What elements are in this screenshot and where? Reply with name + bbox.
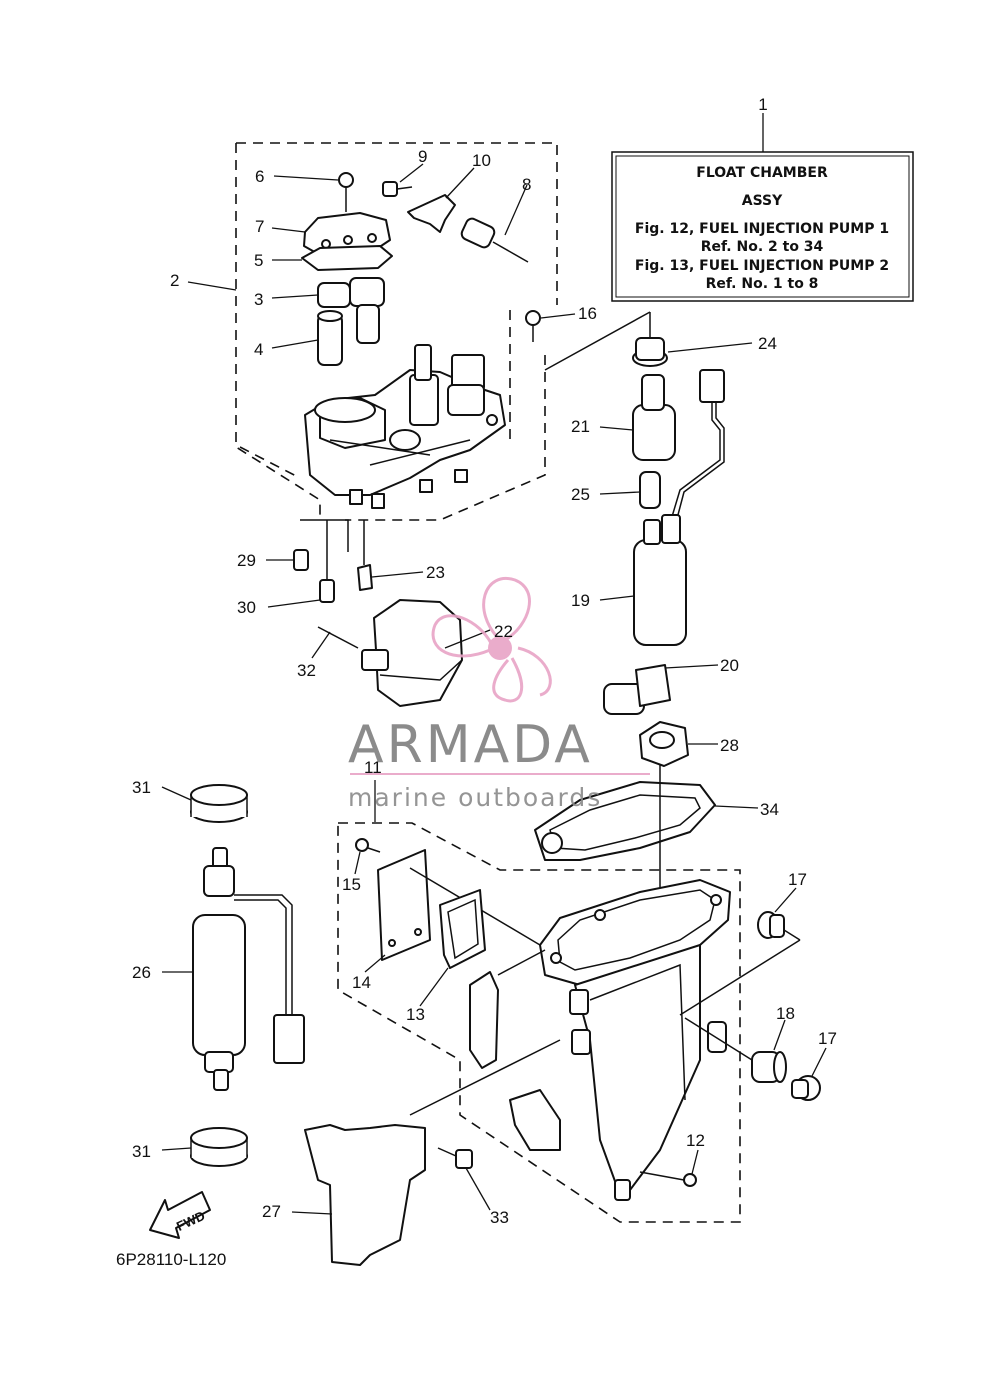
callout-31-upper: 31 <box>132 778 151 797</box>
callout-4: 4 <box>254 340 263 359</box>
screw-15 <box>354 838 381 875</box>
watermark-brand: ARMADA <box>348 715 593 775</box>
bolt-33 <box>437 1147 491 1211</box>
bolt-9 <box>382 163 424 197</box>
ring-31-lower <box>161 1127 248 1167</box>
filter-4 <box>271 310 343 366</box>
callout-26: 26 <box>132 963 151 982</box>
callout-17-lower: 17 <box>818 1029 837 1048</box>
callout-11: 11 <box>364 758 382 777</box>
diagram-code: 6P28110-L120 <box>116 1250 226 1269</box>
fuel-pump-26 <box>162 847 305 1091</box>
bolt-30 <box>267 520 335 608</box>
callout-2: 2 <box>170 271 179 290</box>
propeller-logo-icon <box>431 576 552 703</box>
callout-24: 24 <box>758 334 777 353</box>
callout-16: 16 <box>578 304 597 323</box>
pump-holder-22 <box>361 599 491 707</box>
callout-28: 28 <box>720 736 739 755</box>
callout-numbers: 2 3 4 5 6 7 8 9 10 11 12 13 14 15 16 17 … <box>132 147 837 1227</box>
grommet-17-lower <box>791 1047 827 1101</box>
bracket-3 <box>271 277 385 308</box>
callout-18: 18 <box>776 1004 795 1023</box>
callout-5: 5 <box>254 251 263 270</box>
callout-21: 21 <box>571 417 590 436</box>
callout-15: 15 <box>342 875 361 894</box>
filter-21 <box>599 374 676 461</box>
harness-connector <box>667 369 725 531</box>
leader-29-bracket <box>300 519 349 552</box>
gasket-34 <box>534 781 759 861</box>
armada-watermark: ARMADA marine outboards <box>348 576 650 812</box>
ring-31-upper <box>161 784 248 823</box>
bolt-29 <box>266 549 309 571</box>
bracket-20 <box>603 664 719 715</box>
bracket-27 <box>291 1039 561 1266</box>
callout-32: 32 <box>297 661 316 680</box>
gasket-13 <box>419 889 486 1007</box>
screw-16 <box>525 310 576 342</box>
callout-33: 33 <box>490 1208 509 1227</box>
watermark-tagline: marine outboards <box>348 783 602 812</box>
fwd-arrow-icon: FWD <box>149 1191 211 1239</box>
callout-19: 19 <box>571 591 590 610</box>
callout-34: 34 <box>760 800 779 819</box>
callout-20: 20 <box>720 656 739 675</box>
callout-8: 8 <box>522 175 531 194</box>
callout-27: 27 <box>262 1202 281 1221</box>
info-box-subtitle: ASSY <box>742 193 783 209</box>
clamp-10 <box>407 167 475 233</box>
info-box-fig13: Fig. 13, FUEL INJECTION PUMP 2 <box>635 258 889 274</box>
mesh-filter <box>356 304 380 344</box>
callout-6: 6 <box>255 167 264 186</box>
grommet-24 <box>632 312 753 367</box>
callout-9: 9 <box>418 147 427 166</box>
callout-31-lower: 31 <box>132 1142 151 1161</box>
gasket-5 <box>272 245 393 271</box>
callout-13: 13 <box>406 1005 425 1024</box>
callout-25: 25 <box>571 485 590 504</box>
leader-2-24 <box>544 311 651 371</box>
info-box-fig12: Fig. 12, FUEL INJECTION PUMP 1 <box>635 221 889 237</box>
fuel-pump-19 <box>599 514 687 646</box>
grommet-17-upper <box>757 887 801 941</box>
bracket-13-14-left <box>469 949 546 1069</box>
screw-12 <box>639 1149 699 1187</box>
holder-28 <box>639 721 718 767</box>
mount-lines <box>679 939 801 1061</box>
callout-17-upper: 17 <box>788 870 807 889</box>
callout-29: 29 <box>237 551 256 570</box>
callout-30: 30 <box>237 598 256 617</box>
callout-23: 23 <box>426 563 445 582</box>
valve-8 <box>460 184 529 263</box>
callout-10: 10 <box>472 151 491 170</box>
callout-22: 22 <box>494 622 513 641</box>
info-box: 1 FLOAT CHAMBER ASSY Fig. 12, FUEL INJEC… <box>611 95 914 302</box>
callout-12: 12 <box>686 1131 705 1150</box>
cover-plate-7 <box>271 212 391 256</box>
info-box-title: FLOAT CHAMBER <box>696 165 828 181</box>
float-chamber-boundary <box>337 822 741 1223</box>
info-box-ref-2: Ref. No. 1 to 8 <box>706 276 819 292</box>
float-chamber-body <box>509 879 731 1201</box>
nut-23 <box>357 520 424 591</box>
pump-cover-assembly-boundary <box>235 142 558 521</box>
callout-14: 14 <box>352 973 371 992</box>
callout-7: 7 <box>255 217 264 236</box>
pin-32 <box>311 626 359 659</box>
screw-6 <box>273 172 354 212</box>
pump-cover-body <box>304 344 506 509</box>
filter-25 <box>599 471 661 509</box>
info-box-ref-1: Ref. No. 2 to 34 <box>701 239 824 255</box>
callout-1: 1 <box>758 95 767 114</box>
callout-3: 3 <box>254 290 263 309</box>
damper-18 <box>751 1019 787 1083</box>
